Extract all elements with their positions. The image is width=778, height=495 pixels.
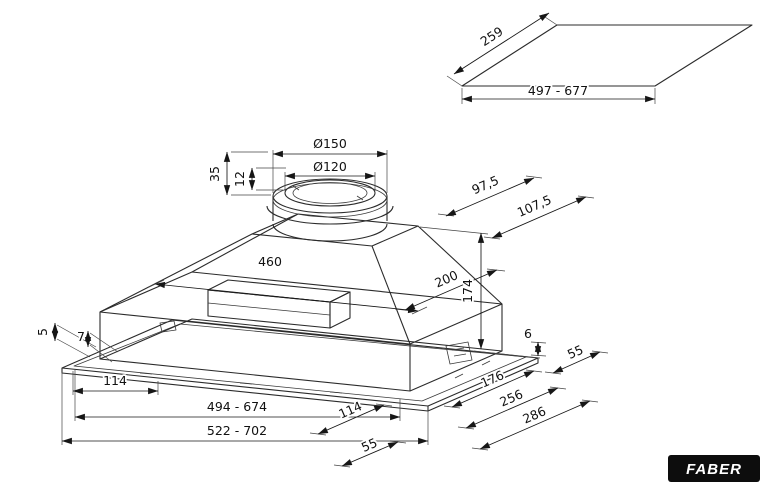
- blower-box-outline: [207, 279, 351, 329]
- dim-lip-right-label: 6: [524, 326, 532, 341]
- dim-body-depth-label: 200: [432, 267, 460, 290]
- dim-body-width-label: 460: [258, 254, 282, 269]
- dim-depth-b-label: 256: [497, 386, 525, 409]
- dim-duct-inner-label: Ø120: [313, 159, 347, 174]
- dim-lip-left-label: 5: [35, 328, 50, 336]
- dim-duct-outer-label: Ø150: [313, 136, 347, 151]
- dimension-lines: [51, 12, 656, 467]
- dim-width-body-label: 494 - 674: [207, 399, 267, 414]
- dim-offset-left-label: 114: [103, 373, 127, 388]
- hood-outline: [61, 213, 539, 412]
- dim-width-total-label: 522 - 702: [207, 423, 267, 438]
- logo-box: [668, 455, 760, 482]
- dim-cutout-width-label: 497 - 677: [528, 83, 588, 98]
- duct-outline: [266, 178, 394, 242]
- dim-offset-b-label: 107,5: [515, 192, 554, 220]
- dim-body-height-label: 174: [460, 279, 475, 303]
- dim-cutout-depth-label: 259: [477, 23, 505, 49]
- dim-depth-front-label: 55: [359, 435, 380, 455]
- dim-offset-a-label: 97,5: [469, 172, 501, 197]
- ceiling-cutout-outline: [461, 24, 753, 87]
- dim-lip-front-label: 7: [77, 329, 85, 344]
- dim-depth-c-label: 286: [520, 403, 548, 426]
- logo-text: FABER: [686, 461, 742, 478]
- dim-duct-collar-label: 12: [232, 171, 247, 187]
- dim-depth-rear-label: 55: [565, 342, 586, 362]
- dim-depth-a-label: 176: [478, 367, 506, 390]
- dim-duct-height-label: 35: [207, 166, 222, 182]
- faber-logo: FABER: [668, 455, 760, 482]
